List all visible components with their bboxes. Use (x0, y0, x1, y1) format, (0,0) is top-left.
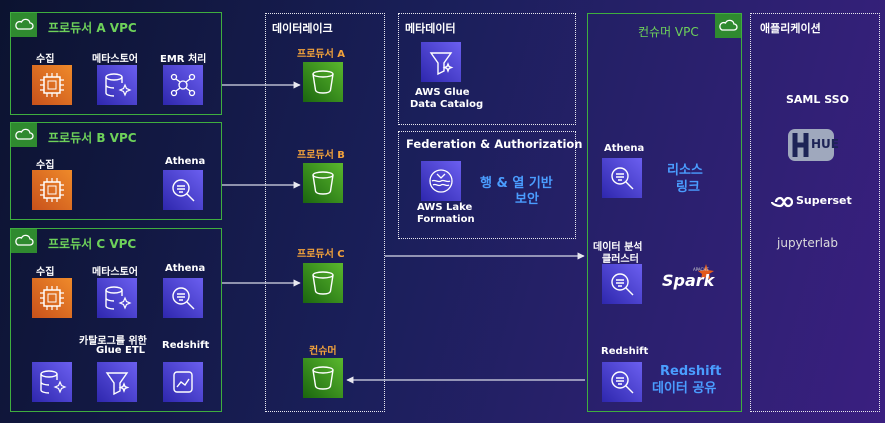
producer-a-vpc: 프로듀서 A VPC (10, 12, 222, 115)
superset-logo: Superset (771, 192, 852, 212)
redshift-share-line2: 데이터 공유 (652, 381, 717, 396)
producer-b-ingest-label: 수집 (36, 160, 55, 171)
lake-formation-label-line1: AWS Lake (417, 202, 473, 213)
bucket-a-label: 프로듀서 A (297, 49, 346, 60)
producer-b-vpc: 프로듀서 B VPC (10, 122, 222, 220)
producer-b-athena-label: Athena (165, 156, 206, 167)
jupyterlab-label: jupyterlab (777, 236, 838, 250)
s3-bucket-icon (303, 263, 343, 303)
glue-etl-label-line1: 카탈로그를 위한 (79, 336, 147, 347)
spark-logo: APACHE Spark (660, 262, 720, 292)
metadata-title: 메타데이터 (405, 22, 456, 35)
producer-a-ingest-label: 수집 (36, 54, 55, 65)
datalake-title: 데이터레이크 (272, 22, 333, 35)
bucket-c-label: 프로듀서 C (297, 249, 345, 260)
athena-icon (602, 158, 642, 198)
applications-box (750, 13, 880, 412)
superset-label: Superset (796, 194, 852, 207)
bucket-b-label: 프로듀서 B (297, 150, 345, 161)
producer-c-title: 프로듀서 C VPC (48, 237, 137, 251)
glue-data-catalog-icon (421, 42, 461, 82)
consumer-redshift-label: Redshift (601, 346, 649, 357)
federation-title: Federation & Authorization (406, 137, 583, 151)
producer-c-athena-label: Athena (165, 263, 206, 274)
ec2-chip-icon (32, 170, 72, 210)
resource-link-line1: 리소스 (667, 163, 703, 178)
resource-link-line2: 링크 (676, 180, 700, 195)
lake-formation-icon (421, 161, 461, 201)
emr-label: EMR 처리 (160, 54, 207, 65)
datalake-box (265, 13, 385, 412)
redshift-icon (163, 362, 203, 402)
glue-etl-funnel-icon (97, 362, 137, 402)
consumer-athena-label: Athena (604, 143, 645, 154)
glue-catalog-label-line2: Data Catalog (410, 99, 484, 110)
s3-bucket-icon (303, 358, 343, 398)
saml-sso-label: SAML SSO (786, 93, 849, 106)
ec2-chip-icon (32, 65, 72, 105)
hue-label: HUE (811, 137, 839, 151)
metastore-database-icon (97, 65, 137, 105)
producer-b-title: 프로듀서 B VPC (48, 131, 137, 145)
s3-bucket-icon (303, 62, 343, 102)
metastore-database-icon (32, 362, 72, 402)
superset-infinity-icon (771, 196, 793, 208)
vpc-cloud-icon (11, 229, 37, 253)
s3-bucket-icon (303, 163, 343, 203)
glue-etl-label-line2: Glue ETL (96, 345, 146, 356)
cluster-label-line2: 클러스터 (602, 254, 639, 265)
vpc-cloud-icon (11, 13, 37, 37)
cluster-label-line1: 데이터 분석 (593, 242, 643, 253)
consumer-vpc: 컨슈머 VPC (587, 13, 742, 412)
metastore-database-icon (97, 278, 137, 318)
producer-c-ingest-label: 수집 (36, 267, 55, 278)
spark-small-label: APACHE (693, 267, 709, 272)
producer-c-metastore-label: 메타스토어 (92, 267, 138, 278)
glue-catalog-label-line1: AWS Glue (415, 87, 470, 98)
federation-box (398, 131, 576, 239)
spark-star-icon (698, 264, 714, 280)
jupyterlab-logo: jupyterlab (777, 236, 857, 254)
emr-cluster-icon (163, 65, 203, 105)
row-column-security-line2: 보안 (515, 192, 539, 207)
redshift-share-line1: Redshift (660, 364, 722, 379)
hue-logo-icon (788, 129, 834, 161)
consumer-vpc-title: 컨슈머 VPC (638, 25, 699, 39)
metadata-box (398, 13, 576, 125)
hue-logo: HUE (784, 124, 839, 166)
athena-icon (602, 362, 642, 402)
producer-c-redshift-label: Redshift (162, 340, 210, 351)
ec2-chip-icon (32, 278, 72, 318)
vpc-cloud-icon (715, 14, 741, 38)
vpc-cloud-icon (11, 123, 37, 147)
athena-icon (163, 278, 203, 318)
producer-c-vpc: 프로듀서 C VPC (10, 228, 222, 412)
athena-icon (602, 264, 642, 304)
spark-label: Spark (662, 271, 715, 290)
row-column-security-line1: 행 & 열 기반 (480, 176, 553, 191)
athena-icon (163, 170, 203, 210)
producer-a-title: 프로듀서 A VPC (48, 21, 137, 35)
applications-title: 애플리케이션 (760, 22, 821, 35)
bucket-consumer-label: 컨슈머 (309, 346, 337, 357)
producer-a-metastore-label: 메타스토어 (92, 54, 138, 65)
lake-formation-label-line2: Formation (417, 214, 475, 225)
